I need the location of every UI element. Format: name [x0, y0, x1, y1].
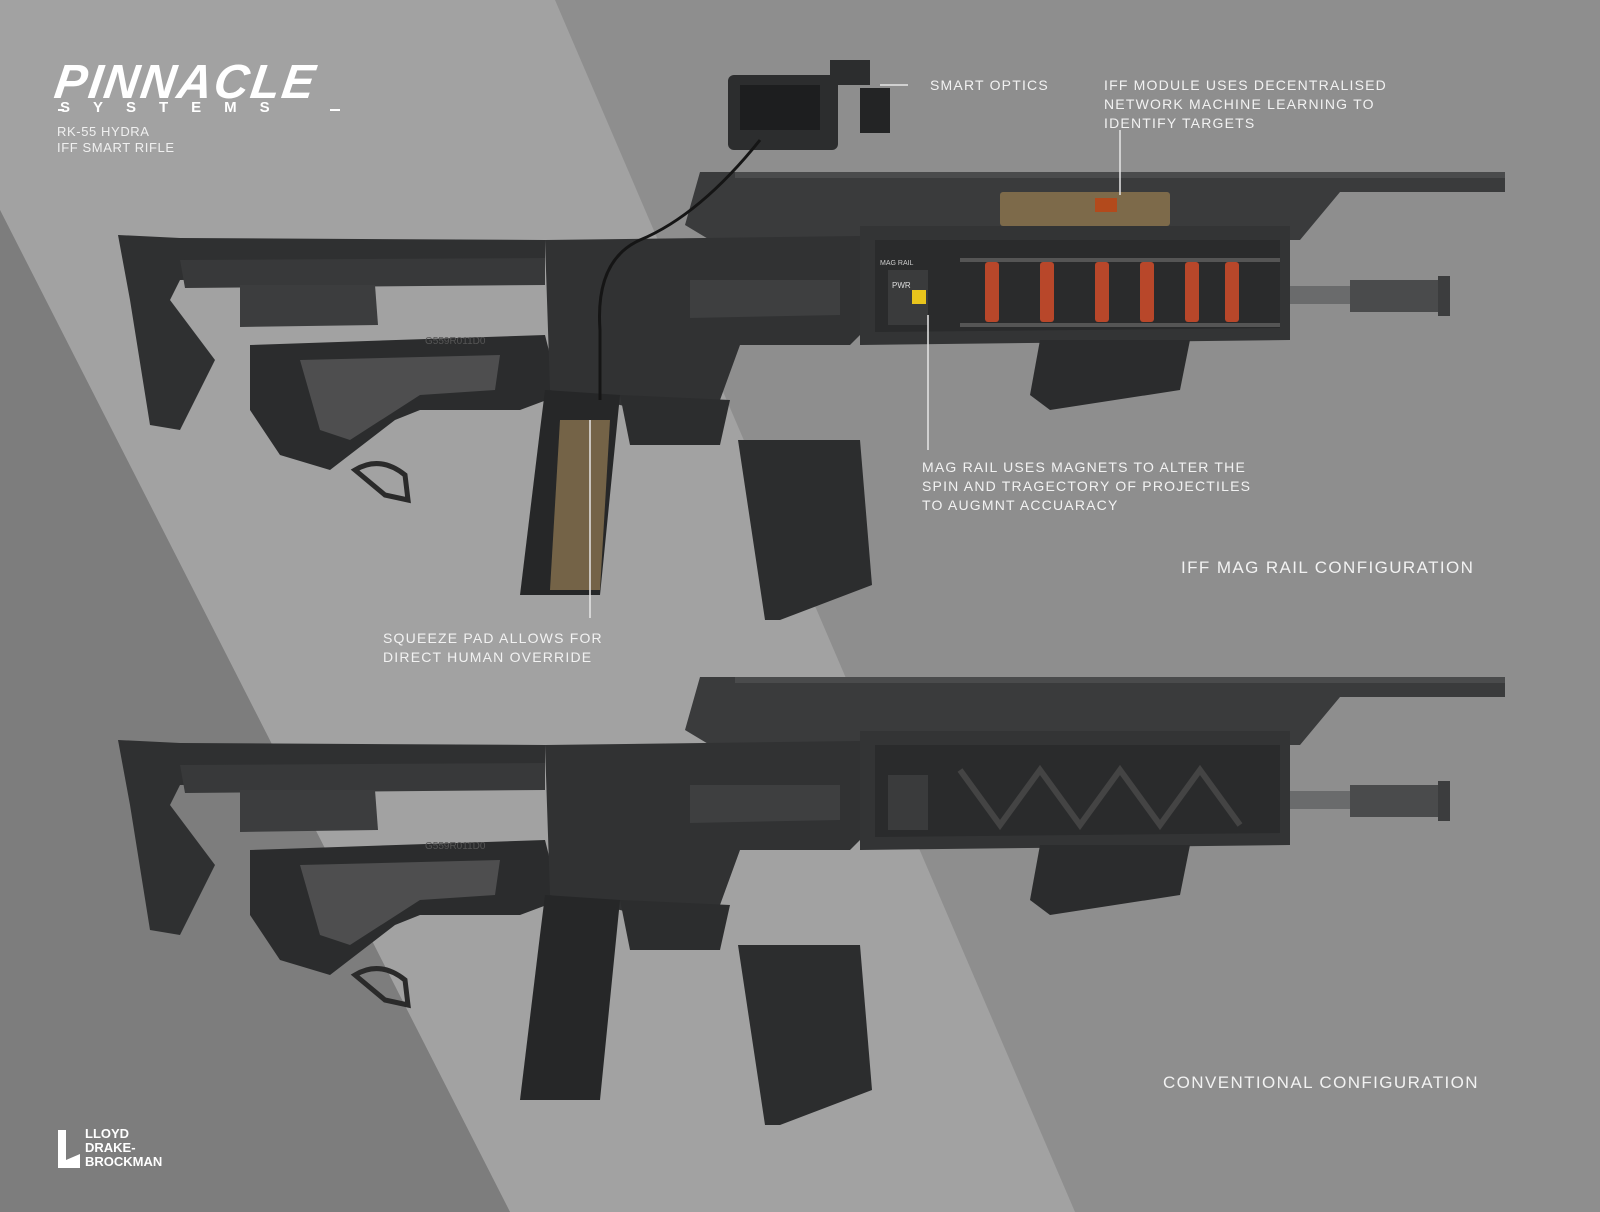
author-line-3: BROCKMAN — [85, 1154, 163, 1169]
callout-mag-rail: MAG RAIL USES MAGNETS TO ALTER THE SPIN … — [922, 459, 1252, 513]
callout-iff-module: IFF MODULE USES DECENTRALISED NETWORK MA… — [1104, 77, 1387, 131]
logo-rule-right — [330, 109, 340, 111]
serial-top: G559R011D0 — [425, 336, 486, 347]
callout-lines — [589, 84, 1121, 618]
brand-subtitle: SYSTEMS — [60, 99, 293, 116]
author-line-2: DRAKE- — [85, 1140, 136, 1155]
rifle-mag-rail: G559R011D0 MAG RAIL PWR — [118, 60, 1505, 620]
model-title: RK-55 HYDRA IFF SMART RIFLE — [57, 124, 175, 156]
config-label-bottom: CONVENTIONAL CONFIGURATION — [1163, 1073, 1479, 1092]
author-line-1: LLOYD — [85, 1126, 130, 1141]
callout-squeeze-pad: SQUEEZE PAD ALLOWS FOR DIRECT HUMAN OVER… — [383, 630, 603, 665]
model-name: RK-55 HYDRA — [57, 124, 150, 139]
callout-smart-optics: SMART OPTICS — [930, 77, 1049, 93]
logo-rule-left — [58, 109, 64, 111]
serial-bottom: G559R011D0 — [425, 841, 486, 852]
pwr-label: PWR — [892, 281, 911, 290]
rifle-conventional: G559R011D0 — [118, 677, 1505, 1125]
author-credit: LLOYD DRAKE- BROCKMAN — [85, 1127, 162, 1169]
rail-label: MAG RAIL — [880, 260, 914, 267]
model-type: IFF SMART RIFLE — [57, 140, 175, 155]
author-logo-icon — [58, 1130, 80, 1168]
config-label-top: IFF MAG RAIL CONFIGURATION — [1181, 558, 1475, 577]
